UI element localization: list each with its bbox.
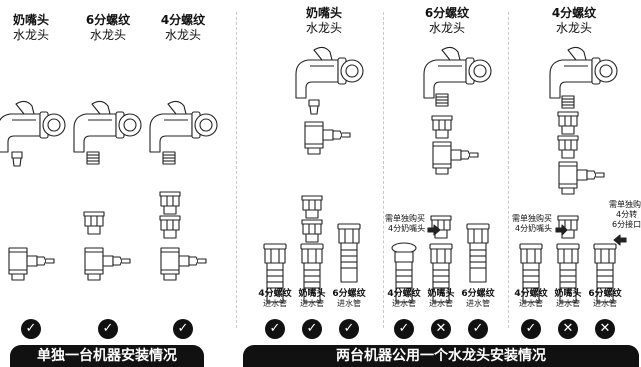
adapter-nut [83, 211, 105, 235]
pipe-label-6fen: 6分螺纹 [461, 289, 495, 299]
tee-valve [84, 247, 131, 281]
pipe-sublabel: 进水管 [429, 299, 453, 308]
check-icon: ✓ [265, 319, 285, 339]
adapter-nut [159, 215, 181, 239]
adapter-nut [301, 195, 323, 219]
group-divider-1 [383, 12, 384, 328]
subtitle-single-nipple: 水龙头 [12, 28, 49, 42]
faucet-illustration [295, 46, 364, 99]
faucet-illustration [0, 100, 66, 153]
tee-valve [558, 161, 605, 195]
thread-tip [435, 93, 449, 107]
note-buy-nipple-type: 4分奶嘴头 [388, 224, 426, 233]
adapter-nut [159, 191, 181, 215]
inlet-pipe [466, 223, 490, 283]
subtitle-single-4fen: 水龙头 [164, 28, 201, 42]
title-shared-6fen: 6分螺纹 [424, 6, 470, 20]
note-buy-nipple: 需单独购买 [385, 214, 425, 223]
note-buy-nipple: 需单独购买 [512, 214, 552, 223]
pipe-label-nipple: 奶嘴头 [298, 289, 326, 299]
subtitle-single-6fen: 水龙头 [89, 28, 126, 42]
pipe-label-6fen: 6分螺纹 [588, 289, 622, 299]
title-shared-nipple: 奶嘴头 [305, 6, 342, 20]
arrow [427, 224, 441, 236]
check-icon: ✓ [394, 319, 414, 339]
pipe-label-4fen: 4分螺纹 [387, 289, 421, 299]
title-single-4fen: 4分螺纹 [160, 13, 206, 27]
nipple-tip [308, 99, 320, 115]
title-shared-4fen: 4分螺纹 [551, 6, 597, 20]
tee-valve [160, 247, 207, 281]
subtitle-shared-4fen: 水龙头 [555, 21, 592, 35]
adapter-nut [557, 111, 579, 135]
adapter-nut [301, 219, 323, 243]
nipple-tip [11, 151, 23, 167]
pipe-label-4fen: 4分螺纹 [258, 289, 292, 299]
pipe-label-4fen: 4分螺纹 [514, 289, 548, 299]
check-icon: ✓ [302, 319, 322, 339]
pipe-label-nipple: 奶嘴头 [554, 289, 582, 299]
pipe-sublabel: 进水管 [466, 299, 490, 308]
arrow [555, 224, 568, 236]
title-single-nipple: 奶嘴头 [12, 13, 49, 27]
check-icon: ✓ [339, 319, 359, 339]
adapter-nut [431, 115, 453, 139]
subtitle-shared-6fen: 水龙头 [428, 21, 465, 35]
arrow [613, 234, 627, 246]
note-buy-nipple-type: 4分奶嘴头 [515, 224, 553, 233]
pipe-sublabel: 进水管 [300, 299, 324, 308]
title-single-6fen: 6分螺纹 [85, 13, 131, 27]
cross-icon: ✕ [595, 319, 615, 339]
check-icon: ✓ [98, 319, 118, 339]
check-icon: ✓ [173, 319, 193, 339]
pipe-sublabel: 进水管 [519, 299, 543, 308]
check-icon: ✓ [468, 319, 488, 339]
pipe-sublabel: 进水管 [337, 299, 361, 308]
banner-shared-install: 两台机器公用一个水龙头安装情况 [243, 345, 639, 367]
section-divider [236, 12, 237, 328]
pipe-label-6fen: 6分螺纹 [332, 289, 366, 299]
banner-single-install: 单独一台机器安装情况 [10, 345, 204, 367]
check-icon: ✓ [521, 319, 541, 339]
faucet-illustration [149, 100, 218, 153]
note-buy-adapter-line2: 4分转 [616, 210, 638, 219]
thread-tip [86, 151, 100, 165]
thread-tip [162, 151, 176, 165]
pipe-sublabel: 进水管 [593, 299, 617, 308]
note-buy-adapter-line3: 6分接口 [612, 220, 641, 229]
faucet-illustration [73, 100, 142, 153]
group-divider-2 [508, 12, 509, 328]
pipe-sublabel: 进水管 [556, 299, 580, 308]
pipe-sublabel: 进水管 [263, 299, 287, 308]
tee-valve [304, 121, 351, 155]
inlet-pipe [337, 223, 361, 283]
pipe-sublabel: 进水管 [392, 299, 416, 308]
tee-valve [8, 247, 55, 281]
check-icon: ✓ [21, 319, 41, 339]
subtitle-shared-nipple: 水龙头 [305, 21, 342, 35]
thread-tip [561, 95, 575, 109]
adapter-nut [557, 135, 579, 159]
cross-icon: ✕ [558, 319, 578, 339]
adapter-nut [557, 215, 579, 239]
tee-valve [432, 141, 479, 175]
cross-icon: ✕ [431, 319, 451, 339]
faucet-illustration [423, 46, 492, 99]
pipe-label-nipple: 奶嘴头 [427, 289, 455, 299]
note-buy-adapter: 需单独购 [609, 200, 641, 209]
faucet-illustration [549, 46, 618, 99]
